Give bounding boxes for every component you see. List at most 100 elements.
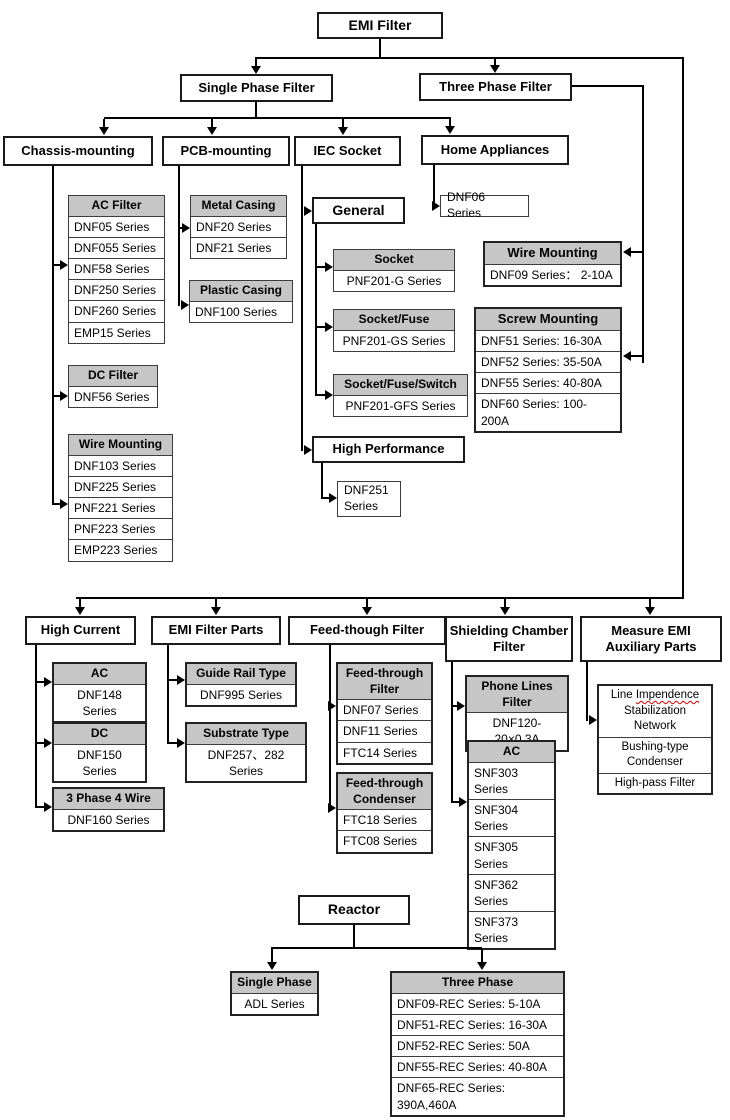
node-home-appliances: Home Appliances	[421, 135, 569, 165]
arrowhead	[207, 127, 217, 135]
arrowhead	[44, 738, 52, 748]
arrowhead	[60, 499, 68, 509]
table-header: AC	[54, 664, 145, 685]
arrowhead	[325, 322, 333, 332]
connector-line	[353, 925, 355, 949]
table-header: Screw Mounting	[476, 309, 620, 331]
connector-line	[494, 58, 496, 66]
misspelled-word: Impendence	[635, 689, 700, 701]
series-row: DNF21 Series	[191, 237, 286, 258]
series-row: SNF304 Series	[469, 799, 554, 838]
node-shielding-chamber-filter: Shielding Chamber Filter	[445, 616, 573, 662]
series-row: DNF09-REC Series: 5-10A	[392, 993, 563, 1015]
arrowhead	[445, 126, 455, 134]
table-header: Plastic Casing	[190, 281, 292, 302]
connector-line	[54, 503, 61, 505]
connector-line	[586, 662, 588, 721]
connector-line	[301, 166, 303, 451]
connector-line	[453, 705, 457, 707]
arrowhead	[328, 803, 336, 813]
arrowhead	[490, 65, 500, 73]
connector-line	[271, 947, 482, 949]
arrowhead	[44, 677, 52, 687]
arrowhead	[623, 247, 631, 257]
arrowhead	[338, 127, 348, 135]
connector-line	[642, 85, 644, 363]
connector-line	[54, 264, 61, 266]
table-ac-filter: AC Filter DNF05 Series DNF055 Series DNF…	[68, 195, 165, 344]
table-header: AC Filter	[69, 196, 164, 217]
arrowhead	[645, 607, 655, 615]
series-row: DNF11 Series	[338, 721, 431, 743]
connector-line	[169, 742, 177, 744]
series-row: DNF60 Series: 100-200A	[476, 394, 620, 431]
table-socket-fuse-switch: Socket/Fuse/Switch PNF201-GFS Series	[333, 374, 468, 417]
connector-line	[255, 58, 257, 67]
connector-line	[317, 394, 325, 396]
connector-line	[631, 355, 643, 357]
arrowhead	[99, 127, 109, 135]
connector-line	[649, 599, 651, 608]
series-row: DNF995 Series	[187, 684, 295, 705]
connector-line	[211, 119, 213, 128]
row-text: Stabilization Network	[623, 704, 686, 733]
table-shield-ac: AC SNF303 Series SNF304 Series SNF305 Se…	[467, 740, 556, 951]
connector-line	[167, 645, 169, 744]
arrowhead	[75, 607, 85, 615]
arrowhead	[60, 391, 68, 401]
connector-line	[682, 57, 684, 599]
connector-line	[453, 801, 459, 803]
node-emi-filter-parts: EMI Filter Parts	[151, 616, 281, 645]
node-three-phase-filter: Three Phase Filter	[419, 73, 572, 101]
arrowhead	[432, 201, 440, 211]
node-measure-emi-auxiliary-parts: Measure EMI Auxiliary Parts	[580, 616, 722, 662]
arrowhead	[623, 351, 631, 361]
table-reactor-three-phase: Three Phase DNF09-REC Series: 5-10A DNF5…	[390, 971, 565, 1117]
node-general: General	[312, 197, 405, 224]
connector-line	[433, 165, 435, 207]
node-high-performance: High Performance	[312, 436, 465, 463]
series-row: DNF260 Series	[69, 301, 164, 323]
series-row: PNF201-GS Series	[334, 330, 454, 351]
connector-line	[104, 117, 451, 119]
arrowhead	[60, 260, 68, 270]
series-row: DNF05 Series	[69, 216, 164, 238]
table-substrate-type: Substrate Type DNF257、282 Series	[185, 722, 307, 783]
row-text: Line	[610, 689, 636, 701]
table-header: Wire Mounting	[485, 243, 620, 265]
series-row: DNF51 Series: 16-30A	[476, 330, 620, 353]
table-socket-fuse: Socket/Fuse PNF201-GS Series	[333, 309, 455, 352]
table-guide-rail-type: Guide Rail Type DNF995 Series	[185, 662, 297, 707]
node-high-current: High Current	[25, 616, 136, 645]
series-row: FTC08 Series	[338, 831, 431, 852]
connector-line	[79, 599, 81, 608]
connector-line	[481, 949, 483, 962]
series-row: DNF58 Series	[69, 258, 164, 281]
series-row: DNF09 Series： 2-10A	[485, 264, 620, 286]
series-row: High-pass Filter	[599, 773, 711, 794]
arrowhead	[477, 962, 487, 970]
series-row: DNF055 Series	[69, 237, 164, 259]
series-row: SNF305 Series	[469, 837, 554, 875]
series-row: Bushing-type Condenser	[599, 737, 711, 774]
connector-line	[504, 599, 506, 608]
table-dc-filter: DC Filter DNF56 Series	[68, 365, 158, 408]
arrowhead	[328, 701, 336, 711]
arrowhead	[251, 66, 261, 74]
table-feed-through-filter: Feed-through Filter DNF07 Series DNF11 S…	[336, 662, 433, 765]
connector-line	[178, 166, 180, 306]
connector-line	[329, 645, 331, 809]
series-row: FTC18 Series	[338, 810, 431, 832]
table-header: Socket/Fuse/Switch	[334, 375, 467, 396]
arrowhead	[177, 675, 185, 685]
connector-line	[180, 227, 183, 229]
arrowhead	[457, 701, 465, 711]
series-row: ADL Series	[232, 993, 317, 1014]
series-row: DNF148 Series	[54, 684, 145, 721]
node-chassis-mounting: Chassis-mounting	[3, 136, 153, 166]
series-row: DNF51-REC Series: 16-30A	[392, 1014, 563, 1036]
table-reactor-single-phase: Single Phase ADL Series	[230, 971, 319, 1016]
node-single-phase-filter: Single Phase Filter	[180, 74, 333, 102]
connector-line	[317, 326, 325, 328]
series-row: FTC14 Series	[338, 742, 431, 763]
